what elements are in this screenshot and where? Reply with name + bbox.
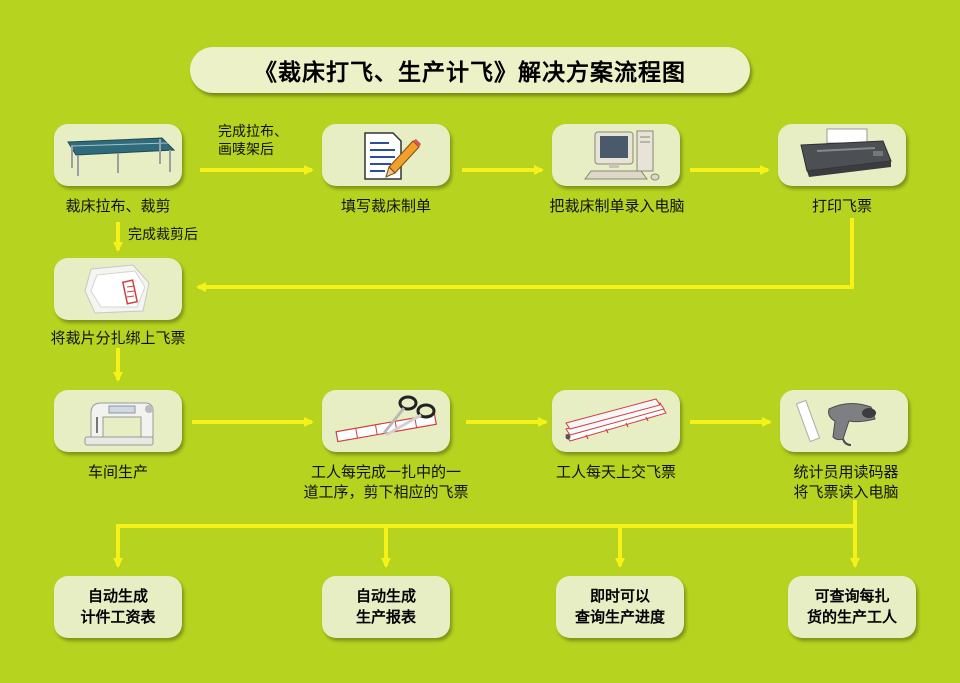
node-cutting-label: 裁床拉布、裁剪 [65,197,171,215]
node-print-label: 打印飞票 [811,197,872,215]
printer-icon [800,128,892,177]
edge-label-line: 完成拉布、 [218,124,288,140]
edge-label-spread-done: 完成拉布、 画唛架后 [218,123,288,159]
label-line: 道工序，剪下相应的飞票 [303,483,469,501]
computer-icon [584,130,660,181]
label-line: 工人每完成一扎中的一 [310,463,461,481]
sewing-machine-icon [84,402,154,446]
tickets-icon [565,398,667,442]
node-fill-form-label: 填写裁床制单 [340,197,431,215]
output-line: 查询生产进度 [574,608,665,626]
fabric-bundle-icon [84,264,150,314]
node-cutting [54,124,182,186]
node-bundle-label: 将裁片分扎绑上飞票 [50,329,186,347]
edge-label-cut-done: 完成裁剪后 [128,227,198,243]
diagram-title: 《裁床打飞、生产计飞》解决方案流程图 [190,47,750,93]
node-cut-ticket [322,390,450,452]
label-line: 统计员用读码器 [793,463,899,481]
node-workshop-label: 车间生产 [87,463,148,481]
node-bundle [54,258,182,320]
node-fill-form [322,124,450,186]
output-line: 货的生产工人 [806,608,897,626]
arrow-scan-to-bus [118,500,857,528]
output-progress-query: 即时可以 查询生产进度 [556,576,684,638]
output-production-report: 自动生成 生产报表 [322,576,450,638]
node-enter-pc-label: 把裁床制单录入电脑 [549,197,685,215]
output-line: 生产报表 [355,608,416,626]
output-line: 自动生成 [355,587,416,605]
scissors-ticket-icon [335,395,437,443]
cutting-table-icon [67,137,176,176]
node-enter-pc [552,124,680,186]
output-line: 计件工资表 [80,608,156,626]
document-pencil-icon [364,132,421,180]
output-line: 自动生成 [87,587,148,605]
output-worker-query: 可查询每扎 货的生产工人 [788,576,916,638]
output-line: 可查询每扎 [814,587,890,605]
node-print [778,124,906,186]
label-line: 将飞票读入电脑 [793,483,899,501]
node-scan [780,390,908,452]
node-submit [552,390,680,452]
arrow-print-to-bundle [196,218,854,292]
node-workshop [54,390,182,452]
node-scan-label: 统计员用读码器 将飞票读入电脑 [762,462,930,502]
output-line: 即时可以 [589,587,650,605]
barcode-scanner-icon [795,399,876,446]
edge-label-line: 画唛架后 [218,142,274,158]
output-payroll: 自动生成 计件工资表 [54,576,182,638]
node-submit-label: 工人每天上交飞票 [555,463,676,481]
node-cut-ticket-label: 工人每完成一扎中的一 道工序，剪下相应的飞票 [278,462,494,502]
